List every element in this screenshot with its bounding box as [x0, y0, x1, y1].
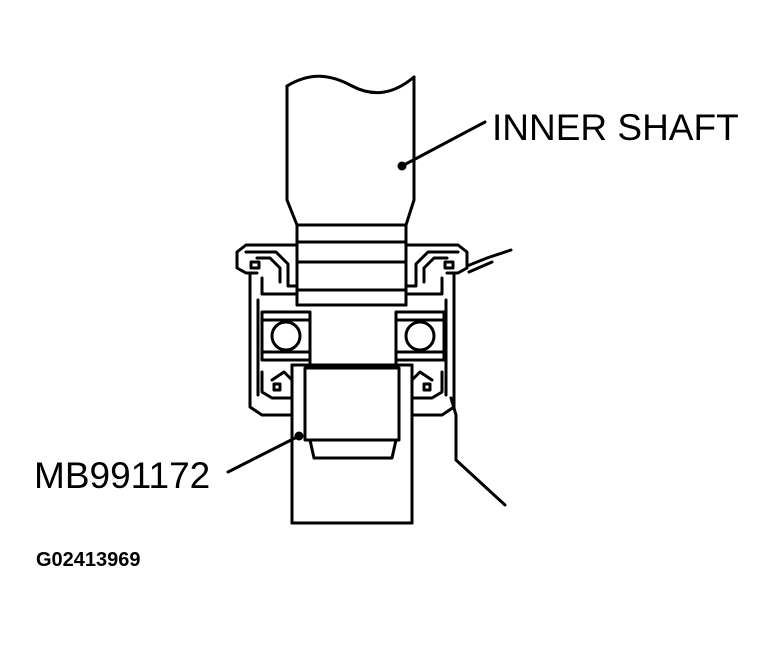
- outer-housing: [248, 271, 456, 417]
- special-tool-leader-line: [226, 434, 301, 474]
- inner-shaft-break-line: [285, 74, 416, 95]
- side-cable: [449, 248, 513, 507]
- inner-shaft-leader-line: [400, 120, 487, 168]
- bearing-right: [394, 310, 446, 362]
- inner-shaft: [285, 74, 416, 307]
- special-tool-label: MB991172: [34, 455, 211, 496]
- bearing-left: [260, 310, 312, 362]
- special-tool-mb991172: [290, 316, 414, 525]
- upper-housing: [235, 243, 469, 296]
- figure-id: G02413969: [36, 549, 141, 571]
- inner-shaft-label: INNER SHAFT: [492, 107, 739, 148]
- lower-seal: [260, 370, 444, 400]
